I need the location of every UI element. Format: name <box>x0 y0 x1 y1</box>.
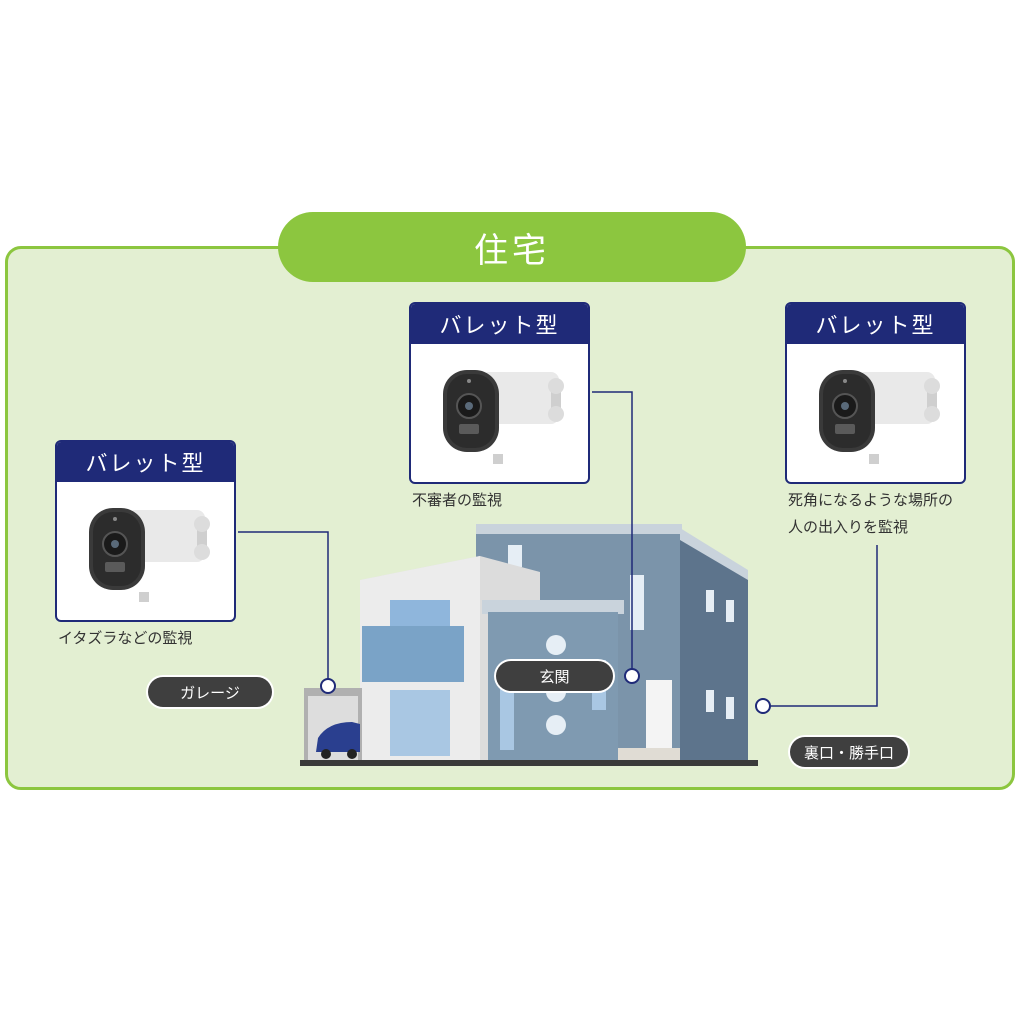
bullet-camera-icon <box>819 370 940 464</box>
bullet-camera-icon <box>443 370 564 464</box>
location-label-back-door: 裏口・勝手口 <box>790 737 908 767</box>
location-label-entrance: 玄関 <box>496 661 613 691</box>
camera-description: 不審者の監視 <box>412 491 503 509</box>
camera-card-back-door: バレット型 <box>785 302 966 484</box>
location-label-garage: ガレージ <box>148 677 272 707</box>
page-title: 住宅 <box>278 212 746 282</box>
camera-type-label: バレット型 <box>787 304 964 344</box>
camera-type-label: バレット型 <box>57 442 234 482</box>
camera-card-garage: バレット型 <box>55 440 236 622</box>
camera-description: 死角になるような場所の 人の出入りを監視 <box>788 491 954 536</box>
camera-card-entrance: バレット型 <box>409 302 590 484</box>
camera-type-label: バレット型 <box>411 304 588 344</box>
bullet-camera-icon <box>89 508 210 602</box>
camera-description: イタズラなどの監視 <box>58 629 193 647</box>
